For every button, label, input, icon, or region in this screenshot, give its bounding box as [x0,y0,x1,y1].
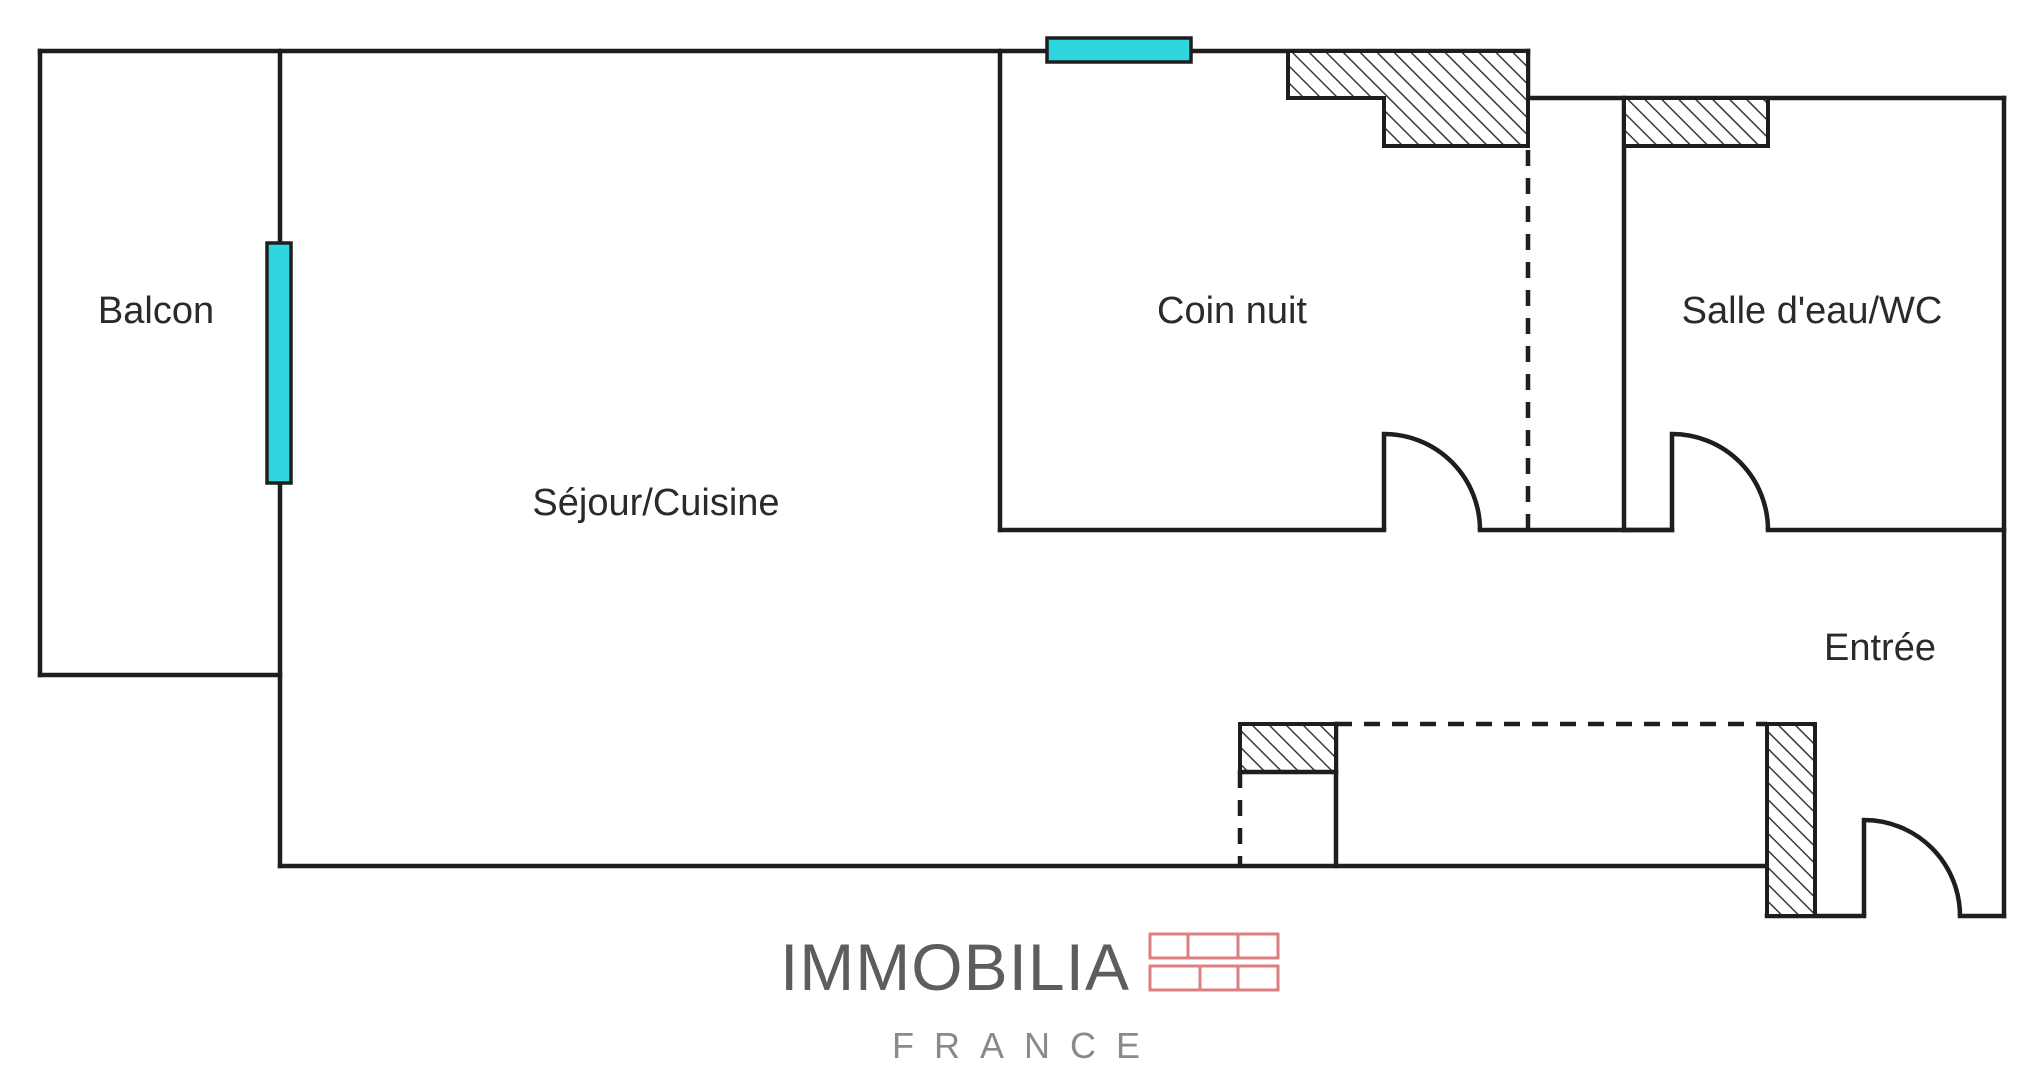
cupboard-hatch-1 [1286,49,1530,148]
label-balcon: Balcon [98,290,214,332]
window-balcony [265,241,293,485]
hatched-blocks [1238,49,1817,918]
door-entree [1861,817,1963,917]
doors [1381,431,1963,917]
dashed-partitions [1237,150,1767,866]
label-salle-eau: Salle d'eau/WC [1682,290,1943,332]
brand-name: IMMOBILIA [780,930,1130,1004]
logo-mark-icon [1148,932,1280,992]
cupboard-hatch-3 [1238,722,1338,774]
room-labels: Balcon Séjour/Cuisine Coin nuit Salle d'… [98,290,1942,669]
cupboard-hatch-4 [1765,722,1817,918]
walls [37,48,2007,919]
brand-sub: FRANCE [892,1025,1160,1066]
label-entree: Entrée [1824,627,1936,669]
door-salle-eau [1669,431,1771,531]
label-coin-nuit: Coin nuit [1157,290,1307,332]
label-sejour: Séjour/Cuisine [532,482,779,524]
window-top [1045,36,1193,64]
brand-logo: IMMOBILIA FRANCE [780,930,1280,1066]
door-coin-nuit [1381,431,1483,531]
cupboard-hatch-2 [1622,96,1770,148]
windows [265,36,1193,485]
